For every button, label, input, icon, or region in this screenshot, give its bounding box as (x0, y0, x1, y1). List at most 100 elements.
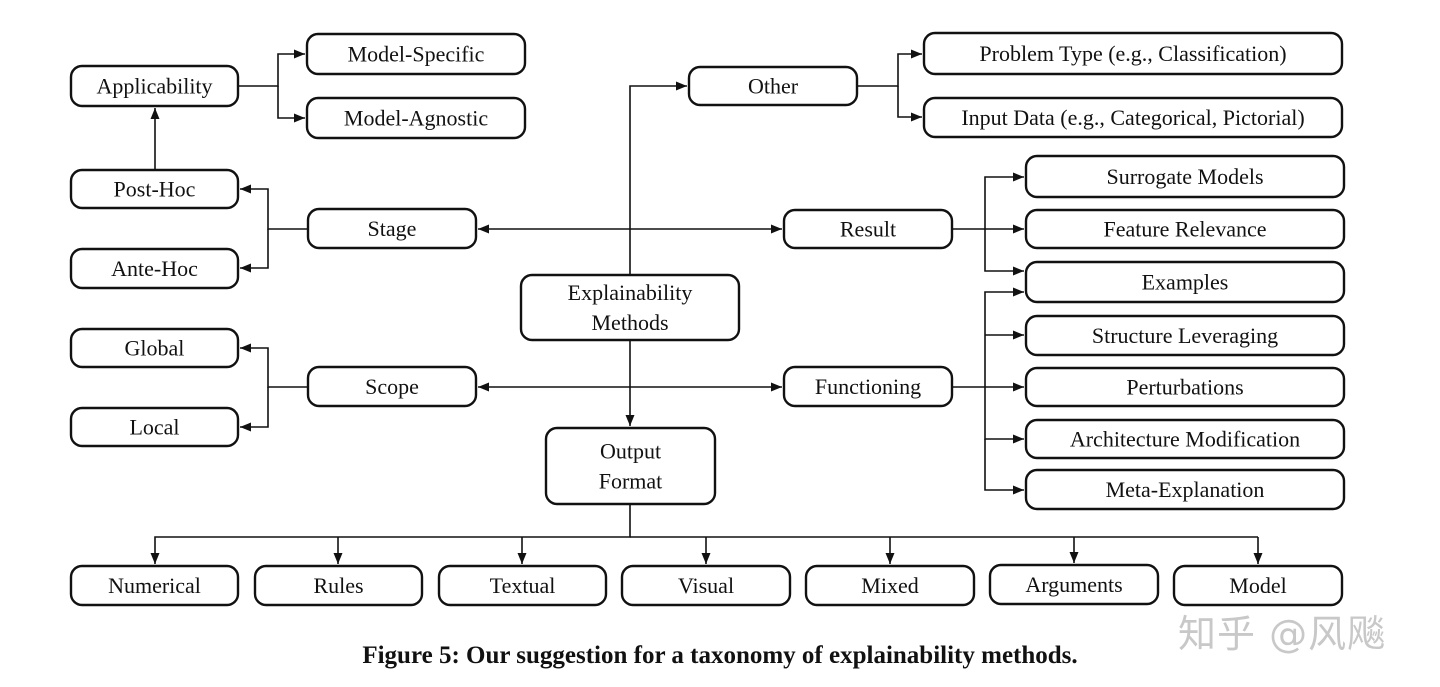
edge-explainability-methods-to-other (629, 85, 687, 275)
arrowhead-icon (240, 343, 251, 353)
node-input-data: Input Data (e.g., Categorical, Pictorial… (922, 96, 1344, 139)
node-post-hoc: Post-Hoc (69, 168, 240, 210)
node-stage: Stage (306, 207, 478, 250)
arrowhead-icon (676, 81, 687, 91)
node-textual: Textual (437, 564, 608, 607)
node-box (69, 406, 240, 448)
arrowhead-icon (911, 112, 922, 122)
node-box (1024, 260, 1346, 304)
arrowhead-icon (885, 553, 895, 564)
node-global: Global (69, 327, 240, 369)
arrowhead-icon (1069, 552, 1079, 563)
node-examples: Examples (1024, 260, 1346, 304)
node-label: Methods (592, 310, 669, 335)
arrowhead-icon (240, 422, 251, 432)
node-label: Model-Specific (348, 42, 485, 67)
node-label: Structure Leveraging (1092, 323, 1278, 348)
arrowhead-icon (1013, 485, 1024, 495)
node-label: Textual (490, 573, 556, 598)
node-box (1024, 314, 1346, 357)
node-label: Global (125, 336, 185, 361)
node-label: Mixed (861, 573, 918, 598)
arrowhead-icon (1013, 330, 1024, 340)
edge-functioning-to-meta-explanation (984, 439, 1024, 491)
node-meta-explanation: Meta-Explanation (1024, 468, 1346, 511)
node-label: Ante-Hoc (111, 256, 198, 281)
nodes-layer: ExplainabilityMethodsApplicabilityModel-… (69, 31, 1346, 607)
node-label: Arguments (1025, 572, 1122, 597)
arrowhead-icon (478, 382, 489, 392)
node-label: Model-Agnostic (344, 106, 488, 131)
node-numerical: Numerical (69, 564, 240, 607)
arrowhead-icon (1253, 553, 1263, 564)
node-box (306, 207, 478, 250)
node-other: Other (687, 65, 859, 107)
node-problem-type: Problem Type (e.g., Classification) (922, 31, 1344, 76)
node-label: Scope (365, 374, 419, 399)
node-label: Local (129, 415, 179, 440)
arrowhead-icon (1013, 287, 1024, 297)
node-label: Numerical (108, 573, 201, 598)
node-scope: Scope (306, 365, 478, 408)
node-box (305, 96, 527, 140)
arrowhead-icon (333, 553, 343, 564)
node-box (922, 31, 1344, 76)
edge-functioning-to-examples (952, 291, 1024, 388)
node-feature-relevance: Feature Relevance (1024, 208, 1346, 250)
arrowhead-icon (1013, 172, 1024, 182)
node-label: Examples (1142, 270, 1229, 295)
node-architecture-modification: Architecture Modification (1024, 418, 1346, 460)
edge-other-to-problem-type (857, 53, 922, 87)
edge-other-to-input-data (897, 86, 922, 118)
edge-stage-to-post-hoc (240, 188, 308, 230)
node-perturbations: Perturbations (1024, 366, 1346, 408)
arrowhead-icon (294, 49, 305, 59)
node-label: Problem Type (e.g., Classification) (979, 41, 1286, 66)
edge-applicability-to-model-specific (238, 53, 305, 87)
arrowhead-icon (150, 553, 160, 564)
edge-output-format-to-mixed (630, 536, 1258, 564)
arrowhead-icon (625, 415, 635, 426)
arrowhead-icon (911, 49, 922, 59)
node-label: Format (599, 469, 663, 494)
node-applicability: Applicability (69, 64, 240, 108)
node-functioning: Functioning (782, 365, 954, 408)
arrowhead-icon (1013, 266, 1024, 276)
node-label: Output (600, 439, 661, 464)
node-label: Architecture Modification (1070, 427, 1300, 452)
node-box (69, 64, 240, 108)
edge-stage-to-ante-hoc (240, 229, 269, 269)
node-box (988, 563, 1160, 606)
node-box (1024, 468, 1346, 511)
node-box (782, 365, 954, 408)
node-label: Feature Relevance (1103, 217, 1266, 242)
edges-layer (150, 49, 1263, 564)
node-label: Input Data (e.g., Categorical, Pictorial… (961, 105, 1304, 130)
node-box (437, 564, 608, 607)
node-result: Result (782, 208, 954, 250)
watermark: 知乎 @风飚 (1178, 612, 1387, 656)
node-visual: Visual (620, 564, 792, 607)
node-label: Surrogate Models (1106, 164, 1263, 189)
node-label: Model (1229, 573, 1286, 598)
node-label: Post-Hoc (114, 177, 196, 202)
node-label: Perturbations (1126, 375, 1243, 400)
edge-result-to-surrogate-models (952, 176, 1024, 230)
arrowhead-icon (771, 224, 782, 234)
node-box (519, 273, 741, 342)
arrowhead-icon (240, 263, 251, 273)
node-model: Model (1172, 564, 1344, 607)
node-box (544, 426, 717, 506)
arrowhead-icon (1013, 382, 1024, 392)
node-box (1024, 366, 1346, 408)
node-box (253, 564, 424, 607)
node-box (69, 168, 240, 210)
arrowhead-icon (294, 113, 305, 123)
node-box (69, 327, 240, 369)
arrowhead-icon (240, 184, 251, 194)
node-box (782, 208, 954, 250)
arrowhead-icon (478, 224, 489, 234)
node-structure-leveraging: Structure Leveraging (1024, 314, 1346, 357)
edge-scope-to-global (240, 347, 308, 388)
